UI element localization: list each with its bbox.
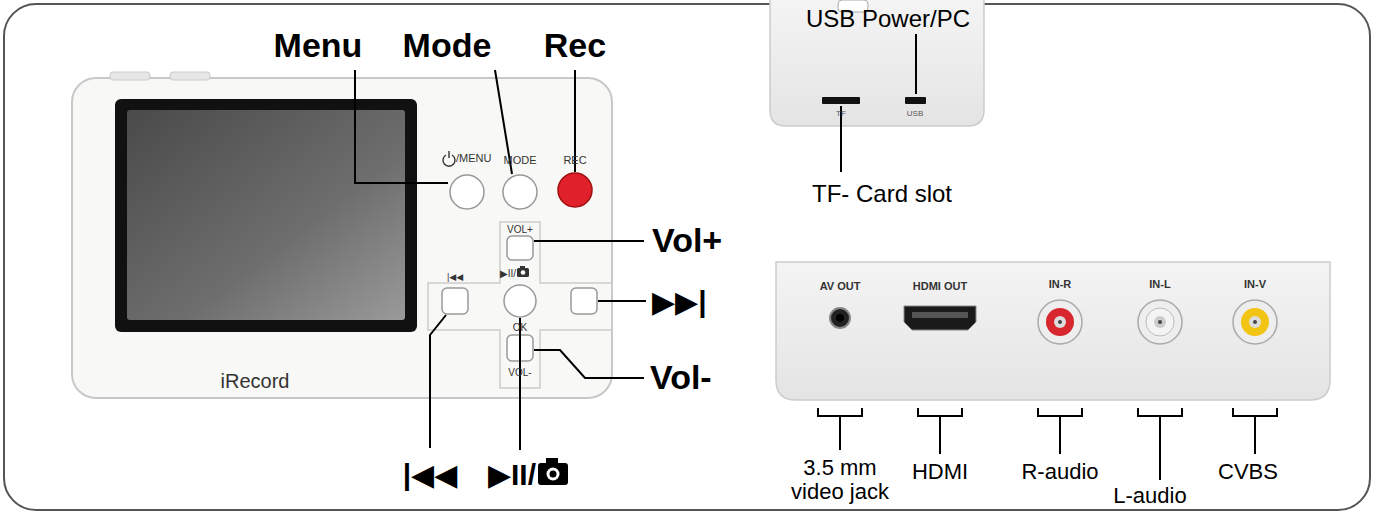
callout-label: Mode: [403, 27, 492, 64]
callout-label: Rec: [544, 27, 606, 64]
button-print: REC: [563, 154, 586, 166]
brand-name: iRecord: [221, 370, 290, 392]
callout-label: R-audio: [1021, 460, 1098, 484]
port-print: TF: [836, 110, 846, 119]
callout-label: Menu: [274, 27, 363, 64]
button-print: VOL+: [507, 224, 533, 235]
callout-symbol: |◀◀: [403, 458, 458, 491]
button-print: OK: [513, 322, 527, 333]
port-print: AV OUT: [820, 280, 861, 292]
callout-label: TF- Card slot: [812, 181, 952, 207]
callout-label: CVBS: [1218, 460, 1278, 484]
callout-symbol: ▶II/: [488, 458, 536, 491]
port-print: IN-L: [1149, 278, 1170, 290]
port-print: IN-R: [1049, 278, 1072, 290]
port-print: USB: [907, 110, 923, 119]
callout-label: USB Power/PC: [806, 6, 970, 32]
port-print: IN-V: [1244, 278, 1266, 290]
callout-label: L-audio: [1113, 484, 1186, 508]
button-print: MODE: [504, 154, 537, 166]
button-print: ▶II/: [500, 268, 516, 279]
port-print: HDMI OUT: [913, 280, 967, 292]
button-print: VOL-: [508, 367, 531, 378]
callout-label: 3.5 mm video jack: [785, 456, 895, 504]
callout-label: Vol+: [652, 222, 722, 259]
callout-symbol: ▶▶|: [652, 285, 707, 318]
button-print: |◀◀: [447, 273, 463, 283]
callout-label: HDMI: [912, 460, 968, 484]
button-print: /MENU: [456, 152, 491, 164]
callout-label: Vol-: [650, 359, 712, 396]
